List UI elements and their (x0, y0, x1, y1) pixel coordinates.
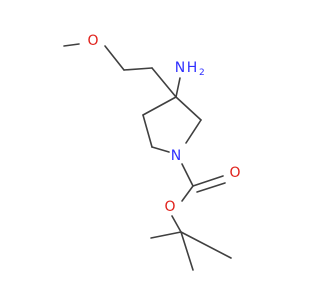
bond-c3-nh2 (175, 77, 181, 98)
atom-label-amine-n: N (175, 60, 185, 76)
atom-label-carbonyl-o: O (229, 165, 240, 181)
bond-carbonyl-double-a (192, 175, 224, 187)
bond-ester-o-tert-c (171, 215, 182, 233)
bond-ch2-ch2 (123, 67, 153, 71)
bond-carbonyl-c-ester-o (181, 185, 194, 202)
atom-label-amine-subscript: 2 (199, 68, 205, 78)
molecule-structure: O N H 2 N O O (63, 33, 241, 271)
atom-label-amine-h2: H (187, 60, 198, 76)
bond-ch2-c3 (151, 67, 177, 98)
bond-c5-n1 (151, 146, 170, 153)
bond-tert-c-methyl-left (150, 231, 182, 239)
bond-n1-c2 (185, 119, 202, 144)
atom-label-ring-n: N (171, 148, 181, 164)
bond-c3-c4 (142, 96, 177, 116)
bond-n1-carbonyl-c (181, 163, 194, 187)
bond-c2-c3 (175, 96, 202, 121)
bond-o-ch2 (104, 45, 125, 71)
bond-tert-c-methyl-down (180, 231, 194, 271)
bond-c4-c5 (142, 114, 153, 148)
atom-label-ester-o: O (164, 199, 175, 215)
atom-label-methoxy-o: O (87, 33, 98, 49)
bond-tert-c-methyl-right (180, 231, 232, 259)
bond-carbonyl-double-b (196, 182, 226, 193)
bond-methyl-o (63, 43, 80, 47)
